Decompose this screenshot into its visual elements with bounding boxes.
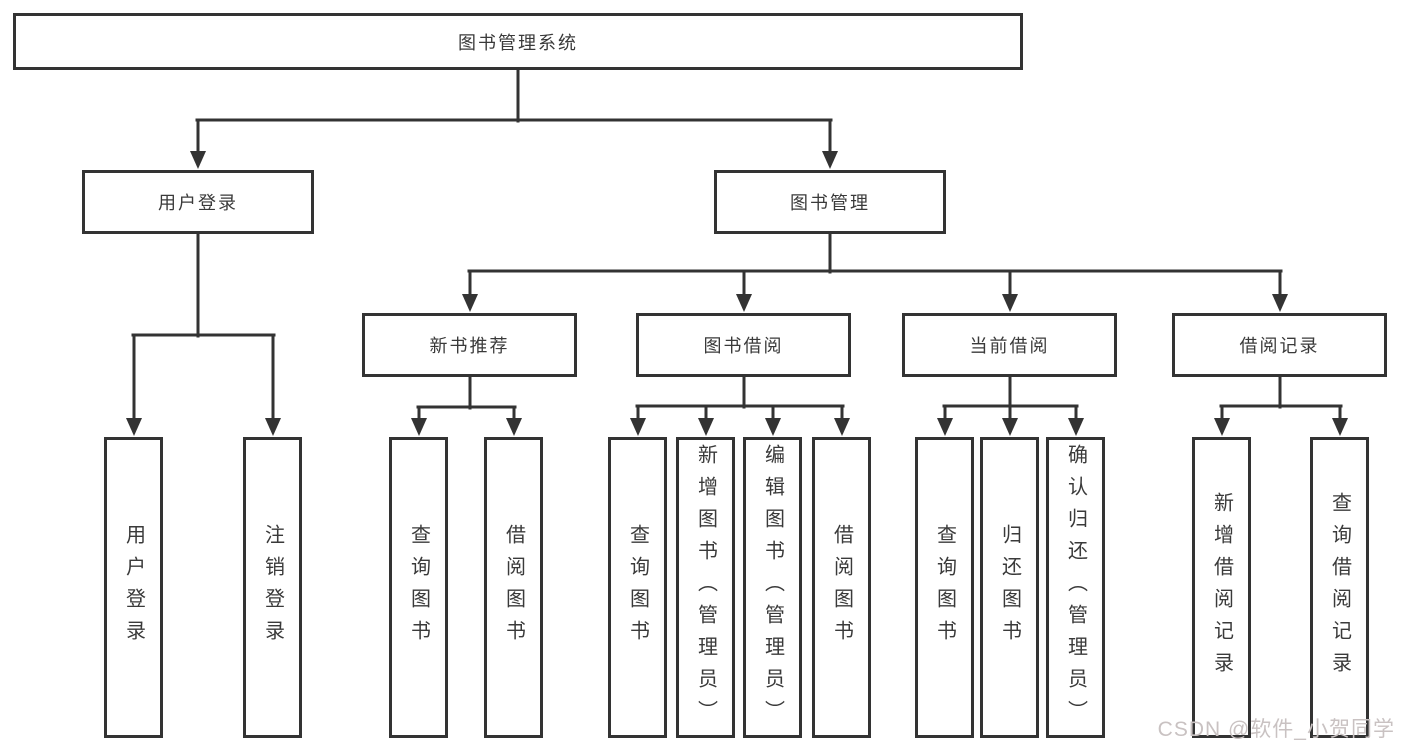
arrowheads (126, 151, 1348, 436)
leaf-logout-label: 注销登录 (261, 523, 284, 652)
leaf-user-login: 用户登录 (104, 437, 163, 738)
leaf-query-book-recommend-label: 查询图书 (407, 523, 430, 652)
leaf-return-book: 归还图书 (980, 437, 1039, 738)
leaf-return-book-label: 归还图书 (998, 523, 1021, 652)
leaf-query-book-borrow: 查询图书 (608, 437, 667, 738)
leaf-add-book-admin: 新增图书（管理员） (676, 437, 735, 738)
node-borrow-record-label: 借阅记录 (1239, 336, 1320, 356)
leaf-query-borrow-record: 查询借阅记录 (1310, 437, 1369, 738)
node-user-login-label: 用户登录 (158, 193, 238, 213)
node-book-management-label: 图书管理 (790, 193, 870, 213)
leaf-confirm-return-admin: 确认归还（管理员） (1046, 437, 1105, 738)
leaf-borrow-book-recommend: 借阅图书 (484, 437, 543, 738)
leaf-query-book-current-label: 查询图书 (933, 523, 956, 652)
leaf-query-book-current: 查询图书 (915, 437, 974, 738)
leaf-query-book-borrow-label: 查询图书 (626, 523, 649, 652)
node-new-book-recommend: 新书推荐 (362, 313, 577, 377)
node-current-borrow: 当前借阅 (902, 313, 1117, 377)
connector-path (131, 67, 1343, 422)
node-new-book-recommend-label: 新书推荐 (429, 336, 510, 356)
leaf-add-borrow-record: 新增借阅记录 (1192, 437, 1251, 738)
node-user-login: 用户登录 (82, 170, 314, 234)
node-root: 图书管理系统 (13, 13, 1023, 70)
node-borrow-record: 借阅记录 (1172, 313, 1387, 377)
leaf-confirm-return-admin-label: 确认归还（管理员） (1064, 443, 1087, 732)
node-book-management: 图书管理 (714, 170, 946, 234)
leaf-query-borrow-record-label: 查询借阅记录 (1328, 491, 1351, 684)
leaf-edit-book-admin-label: 编辑图书（管理员） (761, 443, 784, 732)
leaf-user-login-label: 用户登录 (122, 523, 145, 652)
node-book-borrow-label: 图书借阅 (703, 336, 784, 356)
leaf-borrow-book: 借阅图书 (812, 437, 871, 738)
node-current-borrow-label: 当前借阅 (969, 336, 1050, 356)
node-book-borrow: 图书借阅 (636, 313, 851, 377)
leaf-add-borrow-record-label: 新增借阅记录 (1210, 491, 1233, 684)
csdn-watermark: CSDN @软件_小贺同学 (1157, 718, 1395, 741)
leaf-borrow-book-recommend-label: 借阅图书 (502, 523, 525, 652)
leaf-add-book-admin-label: 新增图书（管理员） (694, 443, 717, 732)
leaf-query-book-recommend: 查询图书 (389, 437, 448, 738)
leaf-borrow-book-label: 借阅图书 (830, 523, 853, 652)
node-root-label: 图书管理系统 (458, 32, 578, 53)
leaf-logout: 注销登录 (243, 437, 302, 738)
leaf-edit-book-admin: 编辑图书（管理员） (743, 437, 802, 738)
